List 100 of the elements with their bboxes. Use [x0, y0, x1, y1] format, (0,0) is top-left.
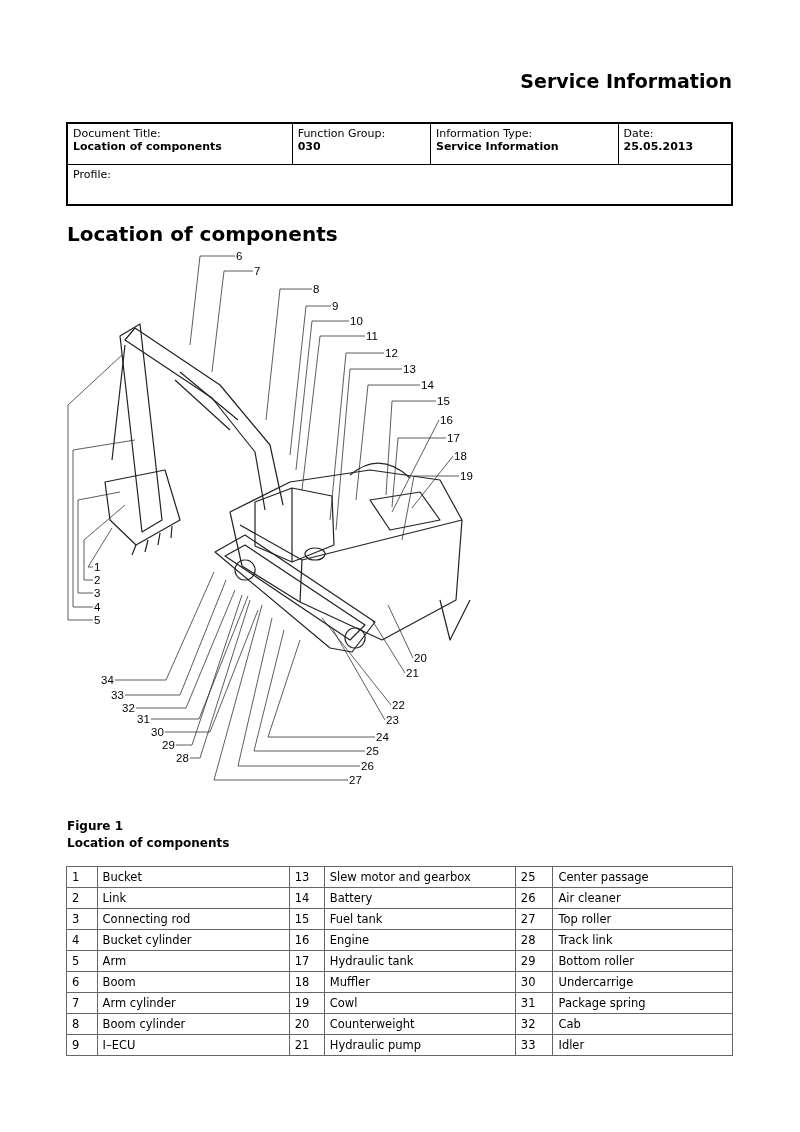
- part-number: 14: [289, 887, 325, 909]
- field-value: Service Information: [436, 140, 560, 153]
- leader-line: [329, 352, 385, 521]
- part-name: Connecting rod: [97, 908, 290, 930]
- leader-line: [289, 305, 332, 456]
- part-name: Bucket: [97, 866, 290, 888]
- leader-line: [189, 599, 251, 759]
- field-label: Document Title:: [73, 127, 162, 140]
- callout-number: 32: [122, 702, 135, 714]
- part-name: Cowl: [324, 992, 516, 1014]
- part-number: 28: [515, 929, 553, 951]
- part-name: Top roller: [553, 908, 733, 930]
- leader-line: [67, 354, 123, 621]
- callout-number: 30: [151, 726, 164, 738]
- part-name: Counterweight: [324, 1013, 516, 1035]
- callout-number: 6: [236, 250, 243, 262]
- part-name: Hydraulic pump: [324, 1034, 516, 1056]
- part-name: Boom: [97, 971, 290, 993]
- part-name: Center passage: [553, 866, 733, 888]
- leader-line: [87, 527, 113, 568]
- part-number: 30: [515, 971, 553, 993]
- leader-line: [237, 617, 361, 767]
- part-name: Bottom roller: [553, 950, 733, 972]
- part-number: 32: [515, 1013, 553, 1035]
- part-number: 21: [289, 1034, 325, 1056]
- leader-line: [391, 437, 447, 508]
- callout-number: 10: [350, 315, 363, 327]
- part-name: Air cleaner: [553, 887, 733, 909]
- leader-line: [83, 504, 126, 581]
- part-name: Undercarrige: [553, 971, 733, 993]
- field-value: 030: [297, 140, 322, 153]
- part-number: 4: [66, 929, 98, 951]
- part-number: 5: [66, 950, 98, 972]
- callout-number: 16: [440, 414, 453, 426]
- callout-number: 14: [421, 379, 434, 391]
- callout-number: 7: [254, 265, 261, 277]
- leader-line: [135, 589, 236, 709]
- part-number: 13: [289, 866, 325, 888]
- leader-line: [411, 455, 454, 509]
- leader-line: [124, 579, 227, 696]
- leader-line: [267, 639, 376, 738]
- leader-line: [114, 571, 215, 681]
- part-name: Cab: [553, 1013, 733, 1035]
- part-name: Track link: [553, 929, 733, 951]
- callout-number: 12: [385, 347, 398, 359]
- part-number: 27: [515, 908, 553, 930]
- part-number: 9: [66, 1034, 98, 1056]
- callout-number: 8: [313, 283, 320, 295]
- callout-number: 23: [386, 714, 399, 726]
- leader-line: [321, 617, 392, 706]
- callout-number: 2: [94, 574, 101, 586]
- leader-line: [335, 368, 403, 531]
- part-name: Fuel tank: [324, 908, 516, 930]
- callout-number: 34: [101, 674, 114, 686]
- callout-number: 5: [94, 614, 101, 626]
- part-number: 31: [515, 992, 553, 1014]
- part-number: 8: [66, 1013, 98, 1035]
- callout-number: 3: [94, 587, 101, 599]
- callout-number: 17: [447, 432, 460, 444]
- part-name: Package spring: [553, 992, 733, 1014]
- part-number: 18: [289, 971, 325, 993]
- field-label: Profile:: [73, 168, 112, 181]
- figure-caption: Figure 1: [67, 819, 124, 833]
- callout-number: 4: [94, 601, 101, 613]
- leader-line: [387, 604, 414, 659]
- leader-line: [211, 270, 254, 373]
- leader-line: [391, 419, 440, 513]
- part-number: 19: [289, 992, 325, 1014]
- field-value: 25.05.2013: [623, 140, 695, 153]
- callout-number: 26: [361, 760, 374, 772]
- part-number: 1: [66, 866, 98, 888]
- page-heading: Location of components: [67, 222, 338, 246]
- part-number: 25: [515, 866, 553, 888]
- part-name: Arm: [97, 950, 290, 972]
- part-name: Battery: [324, 887, 516, 909]
- part-number: 3: [66, 908, 98, 930]
- part-number: 6: [66, 971, 98, 993]
- callout-number: 13: [403, 363, 416, 375]
- part-name: Bucket cylinder: [97, 929, 290, 951]
- leader-line: [77, 491, 121, 594]
- leader-line: [331, 627, 386, 721]
- callout-number: 29: [162, 739, 175, 751]
- callout-number: 33: [111, 689, 124, 701]
- callout-number: 11: [366, 330, 378, 342]
- leader-line: [150, 595, 249, 720]
- part-name: I–ECU: [97, 1034, 290, 1056]
- leader-line: [295, 320, 350, 471]
- part-name: Arm cylinder: [97, 992, 290, 1014]
- part-name: Boom cylinder: [97, 1013, 290, 1035]
- callout-number: 28: [176, 752, 189, 764]
- callout-number: 20: [414, 652, 427, 664]
- page-header-title: Service Information: [520, 70, 732, 92]
- field-label: Date:: [623, 127, 655, 140]
- callout-number: 19: [460, 470, 473, 482]
- leader-line: [253, 629, 366, 752]
- leader-line: [301, 335, 366, 491]
- field-label: Function Group:: [297, 127, 387, 140]
- part-number: 33: [515, 1034, 553, 1056]
- callout-number: 1: [94, 561, 101, 573]
- callout-number: 18: [454, 450, 467, 462]
